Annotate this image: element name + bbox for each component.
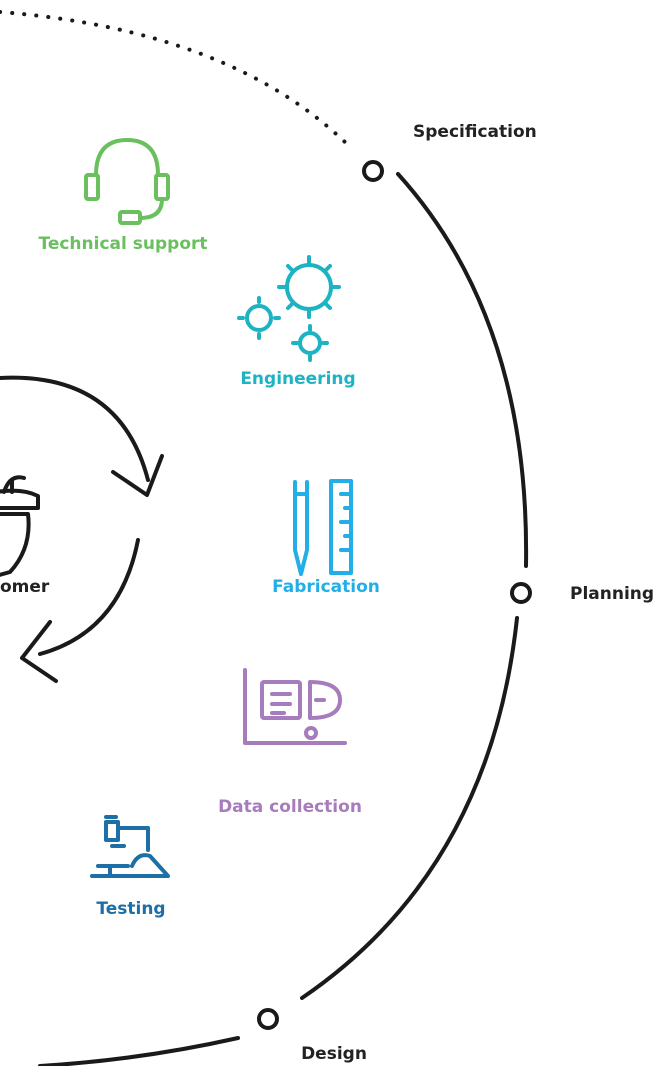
service-label-fabrication: Fabrication xyxy=(272,577,380,597)
cycle-arrowhead-bottom xyxy=(20,620,58,683)
gears-icon xyxy=(237,255,341,362)
pencil-ruler-icon xyxy=(293,479,353,576)
dotted-arc xyxy=(0,10,350,147)
stage-node-planning xyxy=(510,582,532,604)
ring-arc-specification-planning xyxy=(396,172,529,568)
microscope-icon xyxy=(90,815,170,878)
hard-hat-icon xyxy=(0,475,40,577)
cycle-arrowhead-top xyxy=(111,454,164,497)
stage-label-planning: Planning xyxy=(570,584,654,604)
headset-icon xyxy=(84,138,170,225)
notebook-chart-icon xyxy=(243,668,347,745)
service-label-testing: Testing xyxy=(96,899,165,919)
ring-arc-planning-design xyxy=(300,616,519,1000)
cycle-arrow-bottom xyxy=(38,538,140,656)
ring-arc-design-bottom xyxy=(38,1036,240,1066)
stage-node-specification xyxy=(362,160,384,182)
cycle-arrow-top xyxy=(0,375,150,482)
stage-node-design xyxy=(257,1008,279,1030)
service-label-data-collection: Data collection xyxy=(218,797,362,817)
stage-label-specification: Specification xyxy=(413,122,537,142)
center-label: omer xyxy=(0,577,50,597)
stage-label-design: Design xyxy=(301,1044,367,1064)
service-label-technical-support: Technical support xyxy=(38,234,207,254)
service-label-engineering: Engineering xyxy=(240,369,355,389)
